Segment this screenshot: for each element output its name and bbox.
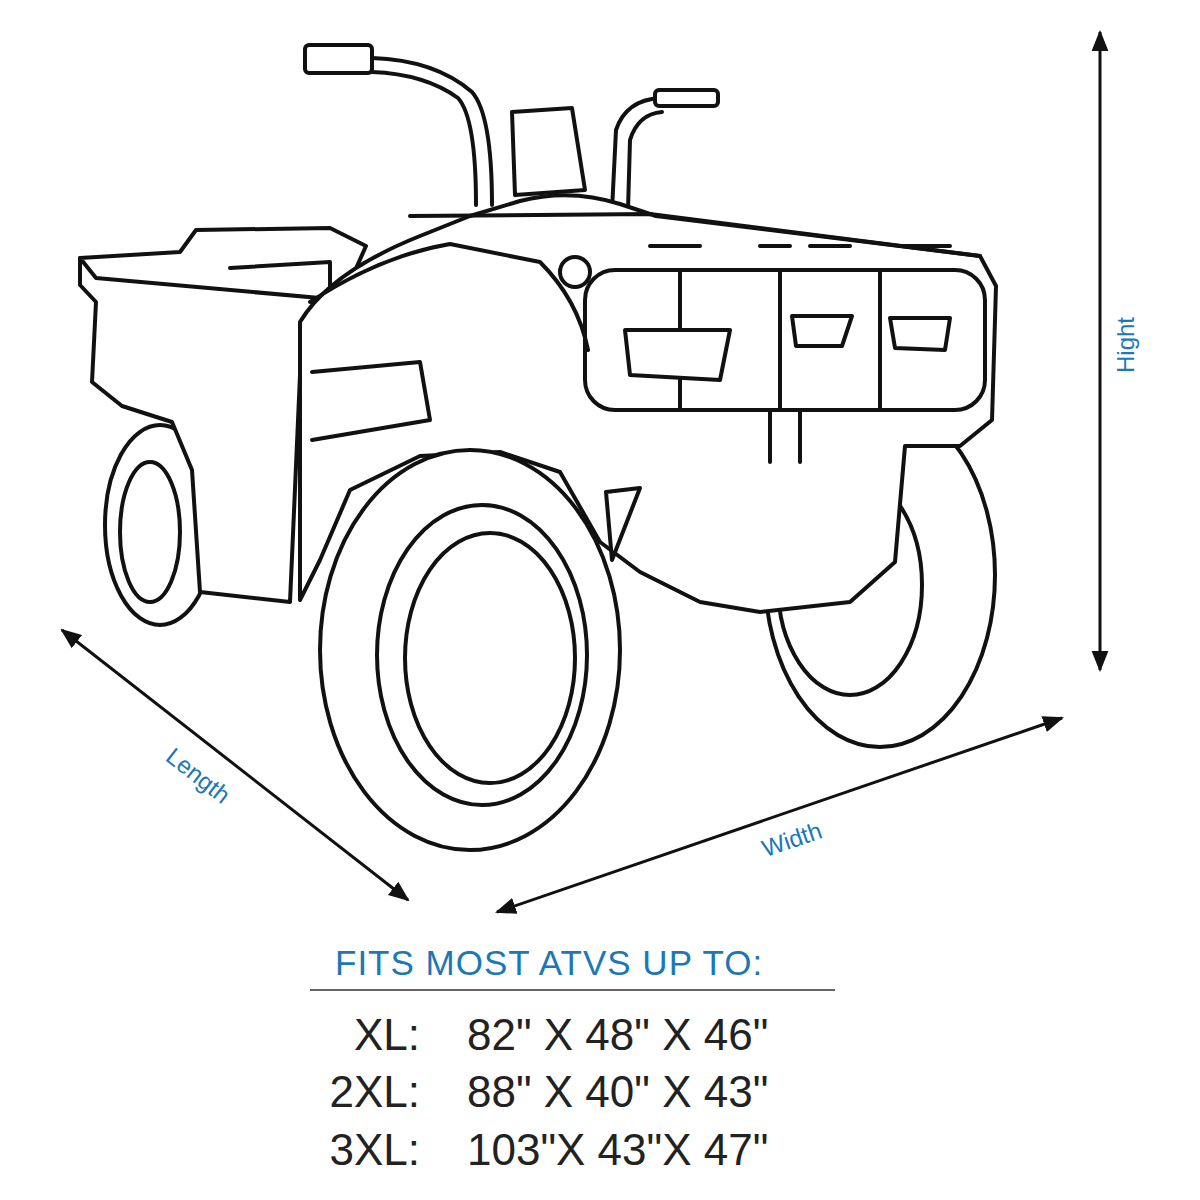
atv-drawing (80, 45, 996, 850)
dimension-arrows (62, 32, 1100, 912)
dimension-label: Hight (1113, 317, 1139, 373)
body-detail (312, 362, 430, 440)
wheel-rim (405, 533, 575, 783)
table-heading: FITS MOST ATVS UP TO: (335, 944, 763, 983)
front-rack (585, 270, 985, 410)
suspension-arm (606, 488, 640, 560)
size-name: 2XL: (329, 1068, 420, 1116)
left-grip (305, 45, 372, 73)
handlebar (372, 58, 492, 205)
size-dimensions: 88" X 40" X 43" (467, 1068, 768, 1116)
heading-rule (310, 989, 835, 991)
wheel-rim (120, 462, 180, 602)
wheel-rim (377, 505, 587, 805)
headlight (890, 318, 950, 350)
body-edge (410, 214, 980, 256)
rack-bars (650, 244, 950, 248)
dimension-label: Width (759, 818, 826, 863)
handlebar (628, 112, 662, 210)
height-arrow (1099, 32, 1102, 670)
headlight (792, 316, 852, 346)
wheel (320, 450, 620, 850)
body-detail (230, 262, 330, 300)
size-name: XL: (354, 1011, 420, 1059)
dimension-label: Length (161, 743, 235, 809)
rear-rack (80, 228, 366, 300)
bumper-post (770, 412, 800, 462)
size-dimensions: 103"X 43"X 47" (467, 1126, 768, 1174)
length-arrow (62, 630, 408, 900)
fender-edge (310, 244, 588, 350)
size-name: 3XL: (329, 1126, 420, 1174)
headlight (625, 330, 730, 380)
fuel-cap (560, 257, 590, 287)
right-grip (655, 90, 718, 106)
console (512, 108, 585, 195)
handlebar (372, 72, 476, 205)
size-dimensions: 82" X 48" X 46" (467, 1011, 768, 1059)
width-arrow (497, 718, 1062, 912)
